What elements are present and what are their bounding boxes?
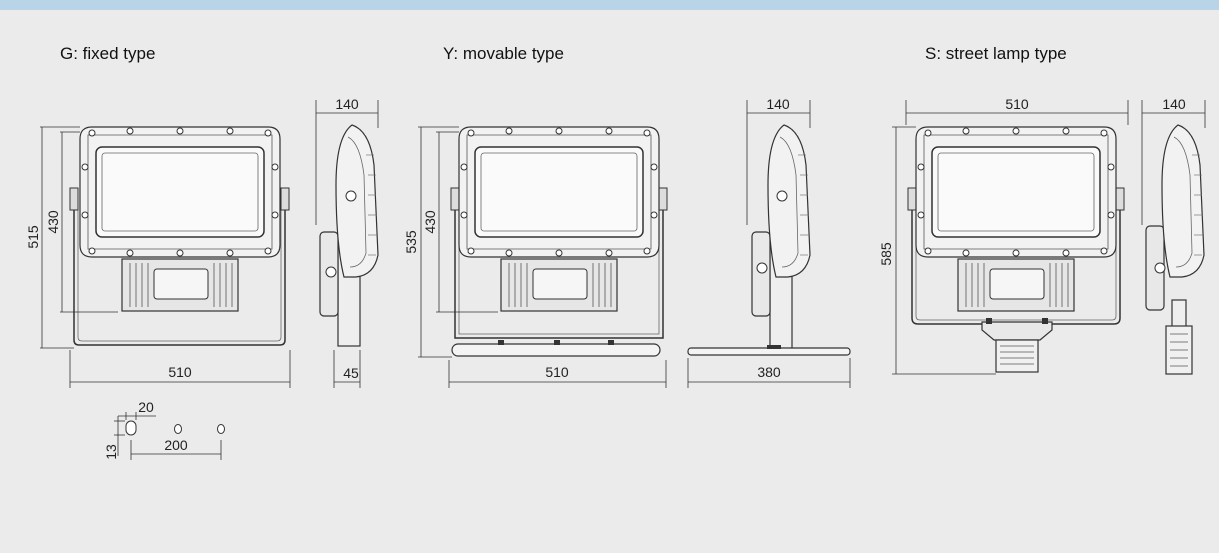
fixed-dimension-lines	[40, 126, 291, 388]
mounting-hole-detail	[114, 412, 225, 460]
fixed-width-label: 510	[168, 364, 192, 380]
movable-side-view	[687, 124, 851, 356]
street-side-view	[1145, 124, 1205, 375]
fixed-side-dimension-lines	[315, 100, 379, 388]
movable-height-inner-label: 430	[422, 210, 438, 234]
fixed-base-label: 45	[343, 365, 359, 381]
fixed-front-view	[69, 126, 290, 346]
mounting-hole-width-label: 20	[138, 399, 154, 415]
street-depth-label: 140	[1162, 96, 1186, 112]
title-street-lamp-type: S: street lamp type	[925, 44, 1067, 63]
fixed-side-view	[319, 124, 379, 347]
title-movable-type: Y: movable type	[443, 44, 564, 63]
mounting-hole-height-label: 13	[103, 444, 119, 460]
movable-depth-label: 140	[766, 96, 790, 112]
movable-width-label: 510	[545, 364, 569, 380]
title-fixed-type: G: fixed type	[60, 44, 156, 63]
street-front-view	[907, 126, 1125, 373]
fixed-depth-label: 140	[335, 96, 359, 112]
movable-front-view	[450, 126, 668, 357]
fixed-height-inner-label: 430	[45, 210, 61, 234]
top-bar	[0, 0, 1219, 10]
street-side-dimension-lines	[1141, 100, 1206, 225]
fixed-height-total-label: 515	[25, 225, 41, 249]
mounting-spacing-label: 200	[164, 437, 188, 453]
street-width-label: 510	[1005, 96, 1029, 112]
movable-dimension-lines	[418, 126, 667, 388]
movable-base-label: 380	[757, 364, 781, 380]
movable-side-dimension-lines	[687, 100, 851, 388]
street-height-total-label: 585	[878, 242, 894, 266]
street-dimension-lines	[892, 100, 1129, 375]
movable-height-total-label: 535	[403, 230, 419, 254]
